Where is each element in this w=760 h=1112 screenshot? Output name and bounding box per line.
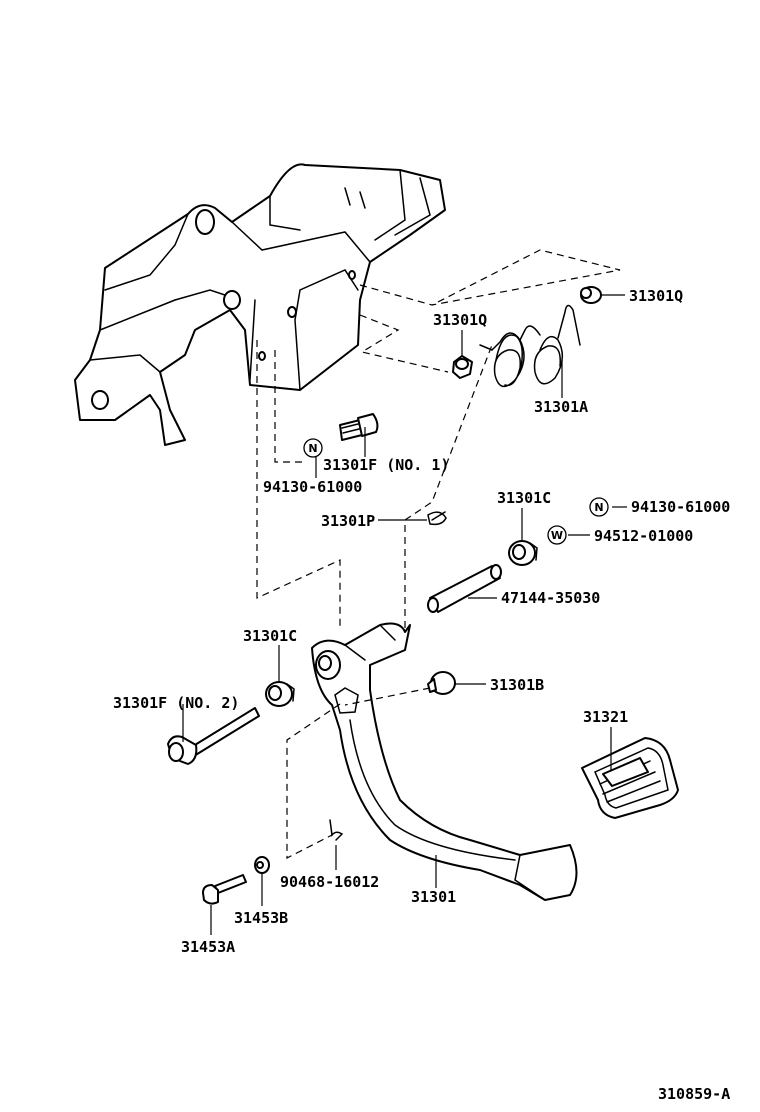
return-spring-part [479,304,581,388]
label-47144-35030: 47144-35030 [501,589,600,607]
pin-31453A [202,874,247,905]
label-94130-61000-right: 94130-61000 [631,498,730,516]
cushion-31301Q-right [580,286,602,304]
symbol-n-left: N [303,438,323,458]
bushing-31453B [254,856,270,874]
clip-90468 [329,819,344,841]
svg-text:N: N [594,501,603,514]
label-31301F-no2: 31301F (NO. 2) [113,694,239,712]
label-31301P: 31301P [321,512,375,530]
cushion-31301Q-left [452,355,473,379]
bolt-31301F-no2 [167,707,260,765]
symbol-w-right: W [547,525,567,545]
dashed-guide-lines [256,249,621,859]
bushing-31301C-lower [265,681,295,707]
pedal-bracket [74,163,446,446]
label-31453A: 31453A [181,938,235,956]
label-31301A: 31301A [534,398,588,416]
bolt-31301F-no1 [339,413,379,441]
label-90468-16012: 90468-16012 [280,873,379,891]
label-31301: 31301 [411,888,456,906]
symbol-n-right: N [589,497,609,517]
brake-pedal-arm [311,622,578,901]
svg-text:N: N [308,442,317,455]
stopper-31301B [427,671,456,695]
label-31301B: 31301B [490,676,544,694]
clip-31301P [427,511,447,526]
bushing-31301C-upper [508,540,538,566]
label-31301C-lower: 31301C [243,627,297,645]
label-31301F-no1: 31301F (NO. 1) [323,456,449,474]
leader-lines [182,294,627,935]
label-31301Q-left: 31301Q [433,311,487,329]
label-94130-61000-left: 94130-61000 [263,478,362,496]
label-94512-01000: 94512-01000 [594,527,693,545]
figure-code: 310859-A [658,1085,730,1103]
collar-47144 [427,564,502,613]
label-31321: 31321 [583,708,628,726]
label-31301C-upper: 31301C [497,489,551,507]
label-31453B: 31453B [234,909,288,927]
label-31301Q-right: 31301Q [629,287,683,305]
pedal-pad-31321 [581,737,679,819]
svg-text:W: W [551,529,563,542]
